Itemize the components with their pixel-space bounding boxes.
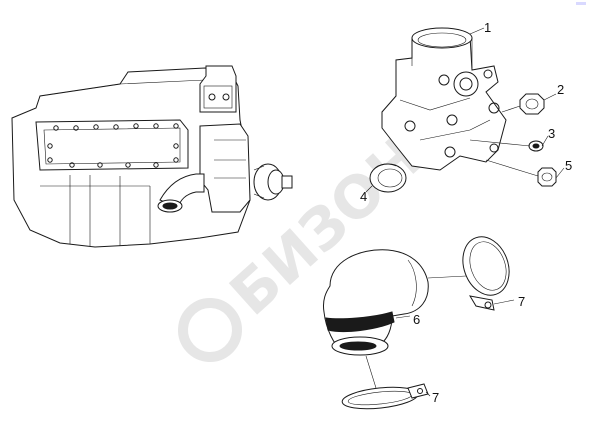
thermostat-bolt-icon-2	[222, 93, 230, 101]
housing-ribs	[214, 139, 246, 179]
clamp-lower-screw-icon	[417, 388, 423, 394]
clamp-screw-icon	[484, 301, 492, 309]
leader-lines	[365, 27, 565, 397]
thermostat-tower	[199, 65, 237, 113]
part-7-clamp-upper	[427, 236, 510, 311]
callout-5: 5	[565, 158, 572, 173]
housing-bolt-hole-6	[444, 146, 456, 158]
housing-top-rim	[411, 27, 473, 49]
watermark-logo-icon	[178, 298, 242, 362]
thermostat-bolt-icon	[208, 93, 216, 101]
callout-2: 2	[557, 82, 564, 97]
block-lower-lines	[40, 175, 151, 246]
clamp-axis-upper	[427, 275, 467, 279]
water-pump	[253, 163, 293, 201]
part-3-axis	[469, 139, 531, 147]
housing-port-inner	[459, 77, 473, 91]
callout-6: 6	[413, 312, 420, 327]
housing-bolt-hole-1	[438, 74, 450, 86]
part-5-axis	[485, 159, 539, 177]
callout-7-lower: 7	[432, 390, 439, 405]
part-4-gasket-ring	[369, 163, 407, 193]
clamp-screw-housing	[469, 295, 495, 311]
housing-body	[381, 35, 507, 171]
housing-flange-lines	[399, 97, 491, 141]
part-2-nut	[501, 93, 545, 115]
housing-bolt-hole-5	[404, 120, 416, 132]
engine-assembly	[11, 65, 293, 248]
part-5-nut	[485, 159, 557, 187]
elbow-bore	[162, 202, 178, 210]
hose-dark-band	[325, 311, 395, 333]
part-6-hose-elbow	[323, 249, 429, 356]
housing-bolt-hole-4	[446, 114, 458, 126]
hose-bend-line	[407, 259, 417, 307]
housing-port	[453, 71, 479, 97]
valve-cover-inner	[43, 127, 181, 165]
callout-7-upper: 7	[518, 294, 525, 309]
valve-cover	[35, 119, 189, 171]
part-1-thermostat-housing	[381, 27, 507, 171]
thermostat-bracket	[203, 85, 233, 109]
callout-1: 1	[484, 20, 491, 35]
housing-bolt-hole-2	[483, 69, 493, 79]
part-7-clamp-lower	[341, 355, 429, 410]
housing-neck-lines	[411, 38, 473, 68]
cover-bolts	[47, 123, 179, 168]
housing-top-bore	[417, 32, 467, 48]
callout-3: 3	[548, 126, 555, 141]
housing-bolt-hole-3	[488, 102, 500, 114]
part-2-axis	[501, 105, 521, 113]
housing-bolt-hole-7	[489, 143, 499, 153]
clamp-axis-lower	[365, 355, 377, 389]
hose-body	[323, 249, 429, 353]
hose-end-bore	[339, 341, 377, 351]
part-3-washer	[469, 139, 544, 152]
corner-mark	[576, 2, 586, 5]
callout-4: 4	[360, 189, 367, 204]
